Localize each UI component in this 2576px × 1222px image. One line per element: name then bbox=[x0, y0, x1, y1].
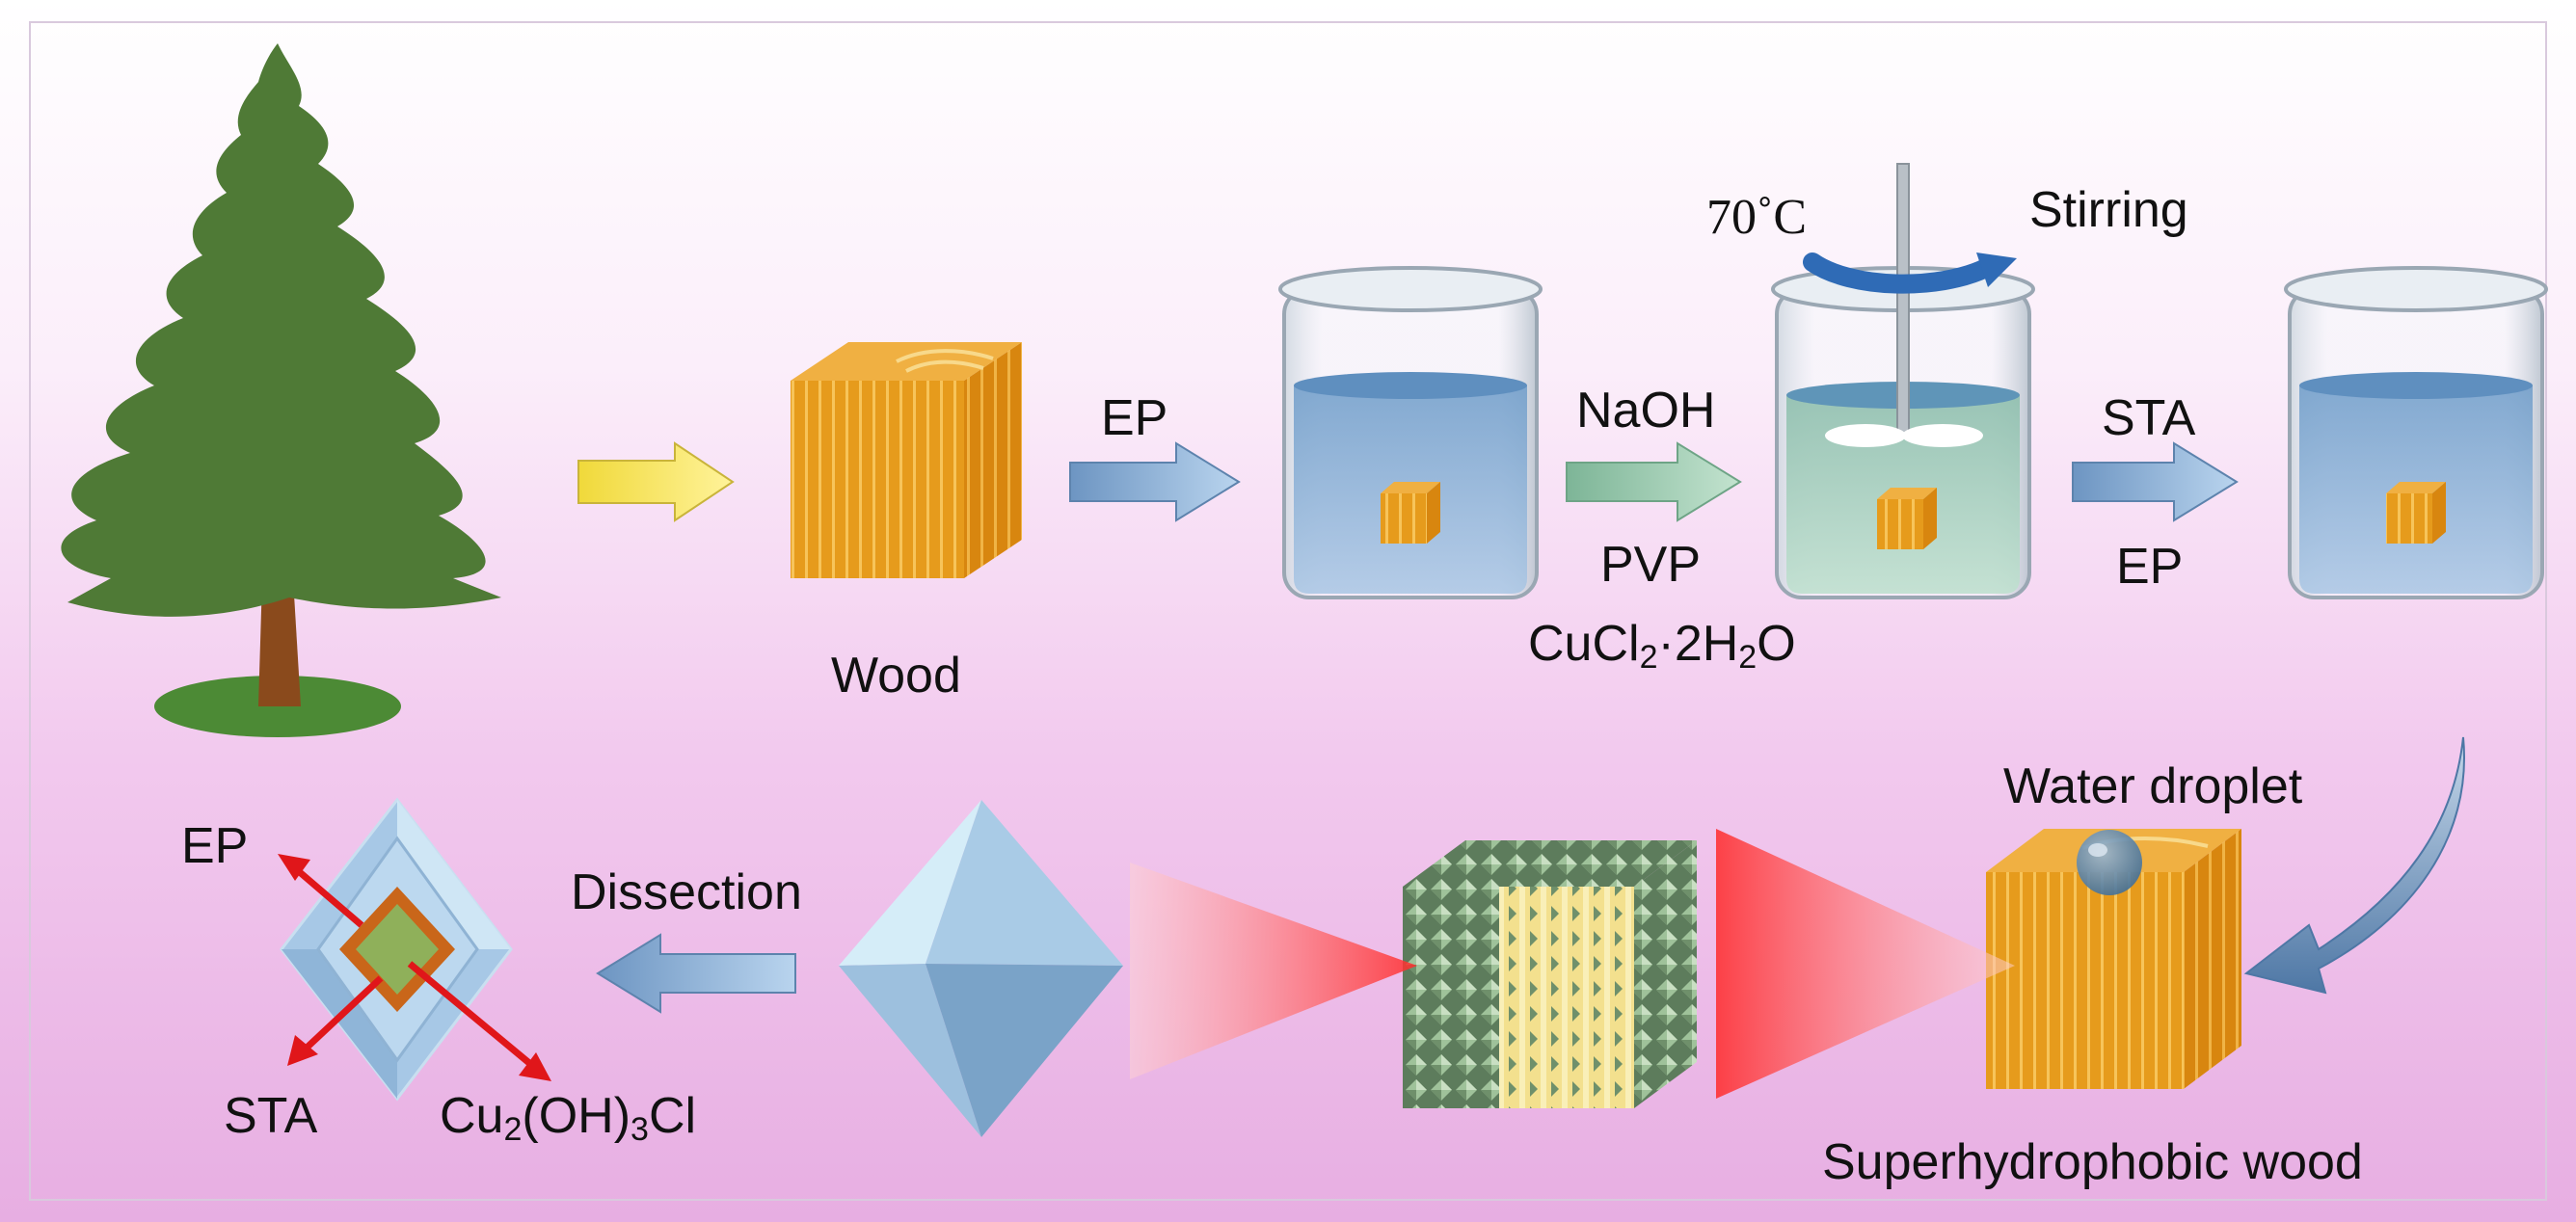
label-temperature: 70˚C bbox=[1706, 190, 1807, 245]
wood-cube bbox=[791, 342, 1022, 578]
label-pvp: PVP bbox=[1600, 537, 1702, 593]
arrow-ep bbox=[1069, 441, 1241, 522]
arrow-sta bbox=[2072, 441, 2239, 522]
beaker-ep bbox=[1278, 266, 1543, 599]
arrow-dissection bbox=[596, 933, 796, 1014]
label-layer-ep: EP bbox=[181, 818, 249, 874]
label-superhydrophobic-wood: Superhydrophobic wood bbox=[1822, 1134, 2363, 1190]
arrow-naoh bbox=[1566, 441, 1742, 522]
beaker-sta-ep bbox=[2284, 266, 2548, 599]
label-cucl2: CuCl2·2H2O bbox=[1528, 616, 1796, 676]
label-ep-step1: EP bbox=[1101, 390, 1168, 446]
label-wood: Wood bbox=[831, 648, 961, 704]
stirring-arrow bbox=[1803, 252, 2017, 294]
label-naoh: NaOH bbox=[1576, 383, 1716, 438]
indicator-arrow-sta bbox=[287, 975, 384, 1066]
wood-sample-cube bbox=[2386, 482, 2446, 544]
label-dissection: Dissection bbox=[571, 864, 802, 920]
pyramid-lattice-cube bbox=[1403, 840, 1697, 1108]
label-water-droplet: Water droplet bbox=[2003, 758, 2303, 814]
label-sta-step3: STA bbox=[2102, 390, 2196, 446]
wood-sample-cube bbox=[1877, 488, 1937, 549]
beaker-stirring bbox=[1771, 163, 2035, 599]
zoom-beam-left bbox=[1130, 863, 1417, 1079]
figure-border bbox=[29, 21, 2547, 1201]
label-layer-sta: STA bbox=[224, 1088, 318, 1144]
label-layer-cu2oh3cl: Cu2(OH)3Cl bbox=[440, 1088, 697, 1148]
label-ep-step3: EP bbox=[2116, 539, 2184, 595]
arrow-to-wood bbox=[577, 441, 735, 522]
label-stirring: Stirring bbox=[2029, 182, 2188, 238]
indicator-arrow-cu bbox=[407, 961, 551, 1081]
curved-arrow-down bbox=[2243, 736, 2465, 995]
tree-illustration bbox=[61, 43, 502, 737]
wood-sample-cube bbox=[1381, 482, 1440, 544]
zoom-beam-right bbox=[1716, 829, 2015, 1099]
indicator-arrow-ep bbox=[278, 854, 364, 928]
water-droplet bbox=[2077, 830, 2142, 895]
octahedron-crystal bbox=[839, 800, 1123, 1137]
